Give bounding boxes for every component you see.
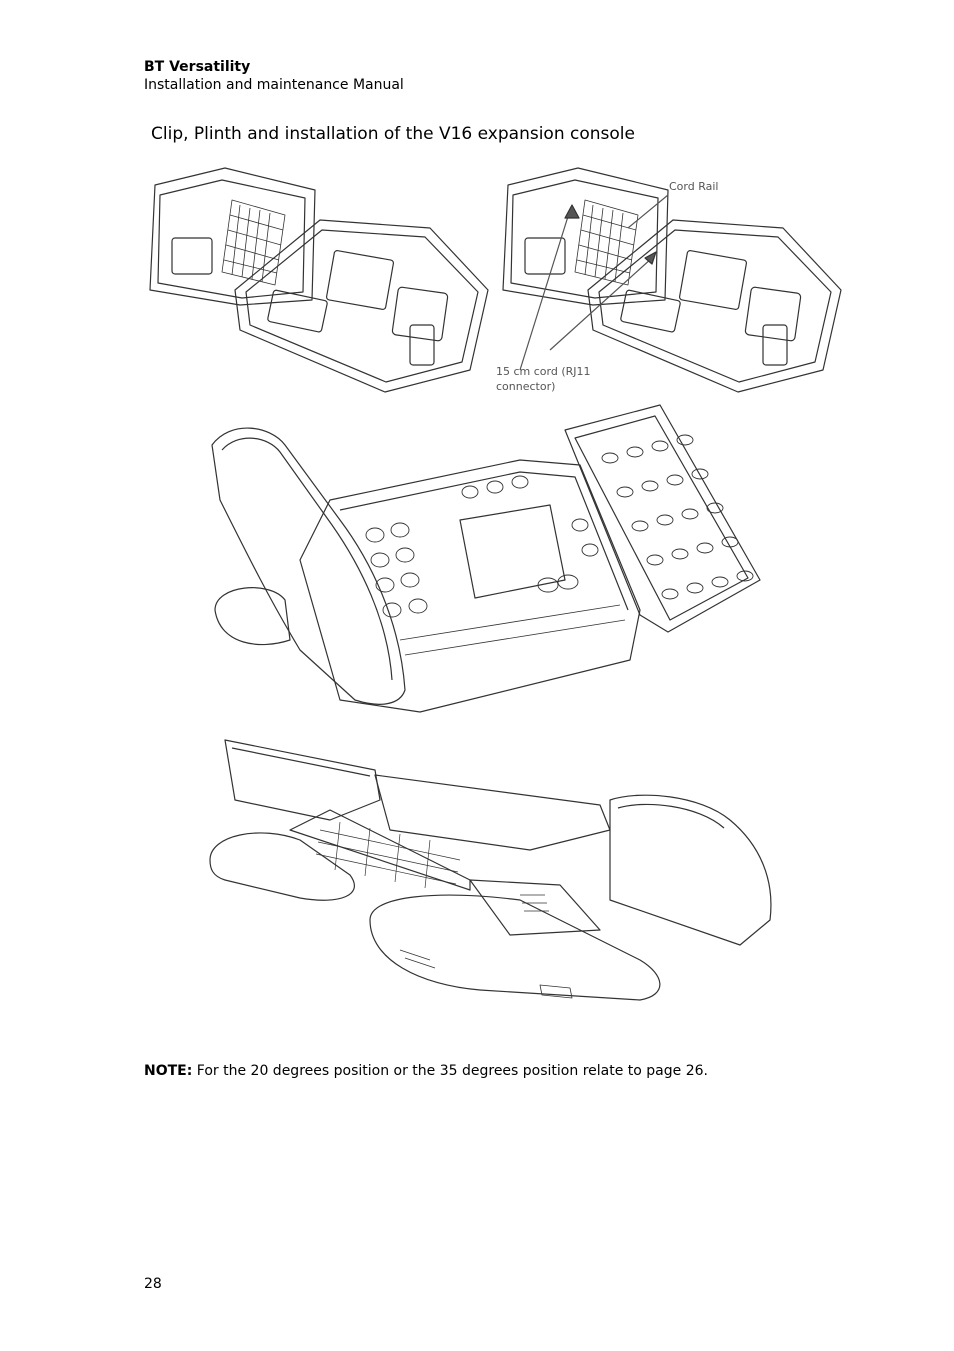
note-label: NOTE: xyxy=(144,1063,193,1079)
header-subtitle: Installation and maintenance Manual xyxy=(144,77,404,93)
note-end: . xyxy=(703,1063,708,1079)
callout-cord-line1: 15 cm cord (RJ11 xyxy=(496,365,591,378)
callout-cord-rail: Cord Rail xyxy=(669,180,719,193)
figure-rear-plinth xyxy=(209,739,772,1001)
figure-underside-left xyxy=(149,167,489,393)
figure-underside-right xyxy=(502,167,842,393)
page-number: 28 xyxy=(144,1276,162,1292)
header-brand: BT Versatility xyxy=(144,59,251,75)
figure-phone-console xyxy=(211,404,761,713)
note-text: For the 20 degrees position or the 35 de… xyxy=(192,1063,704,1079)
callout-cord-line2: connector) xyxy=(496,380,556,393)
section-title: Clip, Plinth and installation of the V16… xyxy=(151,124,635,144)
note-paragraph: NOTE: For the 20 degrees position or the… xyxy=(144,1063,708,1079)
